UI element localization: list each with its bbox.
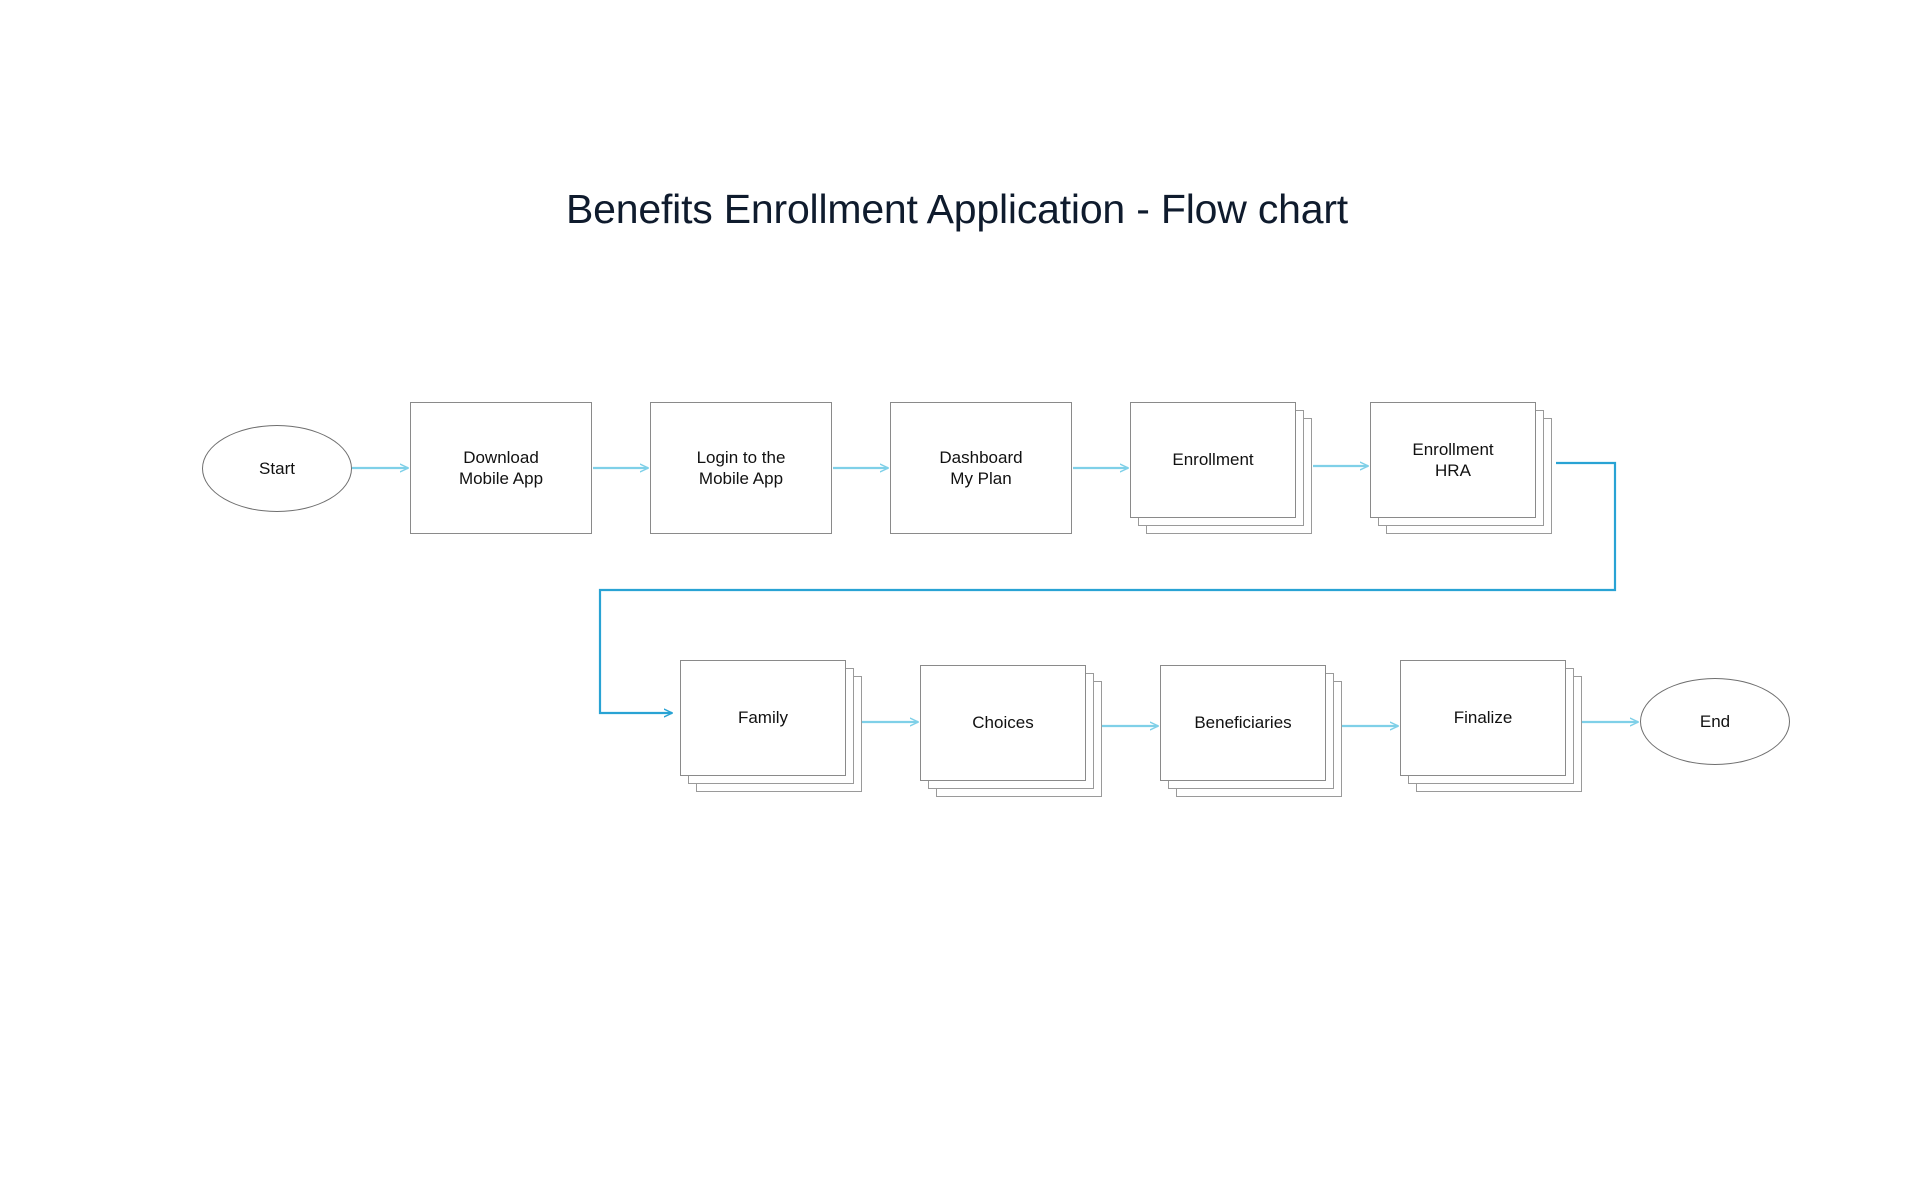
node-family-label: Family — [737, 708, 789, 728]
node-enrollment-hra-sheet-front: Enrollment HRA — [1370, 402, 1536, 518]
node-choices[interactable]: Choices — [920, 665, 1118, 797]
page-title-text: Benefits Enrollment Application - Flow c… — [566, 186, 1348, 232]
node-finalize-label: Finalize — [1453, 708, 1513, 728]
node-enrollment[interactable]: Enrollment — [1130, 402, 1328, 534]
node-choices-label: Choices — [972, 713, 1034, 733]
page-title: Benefits Enrollment Application - Flow c… — [0, 186, 1920, 233]
node-dashboard-my-plan[interactable]: Dashboard My Plan — [890, 402, 1072, 534]
node-choices-sheet-front: Choices — [920, 665, 1086, 781]
node-download-mobile-app[interactable]: Download Mobile App — [410, 402, 592, 534]
node-download-mobile-app-label: Download Mobile App — [458, 447, 544, 488]
node-enrollment-hra[interactable]: Enrollment HRA — [1370, 402, 1568, 534]
node-login-to-the-mobile-app[interactable]: Login to the Mobile App — [650, 402, 832, 534]
node-start[interactable]: Start — [202, 425, 352, 512]
node-finalize[interactable]: Finalize — [1400, 660, 1598, 792]
node-family[interactable]: Family — [680, 660, 878, 792]
node-enrollment-sheet-front: Enrollment — [1130, 402, 1296, 518]
node-beneficiaries-label: Beneficiaries — [1194, 713, 1292, 733]
node-beneficiaries[interactable]: Beneficiaries — [1160, 665, 1358, 797]
node-login-to-the-mobile-app-label: Login to the Mobile App — [696, 447, 786, 488]
node-finalize-sheet-front: Finalize — [1400, 660, 1566, 776]
node-end[interactable]: End — [1640, 678, 1790, 765]
node-beneficiaries-sheet-front: Beneficiaries — [1160, 665, 1326, 781]
node-enrollment-hra-label: Enrollment HRA — [1412, 439, 1494, 480]
node-start-label: Start — [259, 458, 295, 478]
node-end-label: End — [1699, 711, 1731, 731]
node-enrollment-label: Enrollment — [1172, 450, 1254, 470]
node-dashboard-my-plan-label: Dashboard My Plan — [939, 447, 1023, 488]
node-family-sheet-front: Family — [680, 660, 846, 776]
